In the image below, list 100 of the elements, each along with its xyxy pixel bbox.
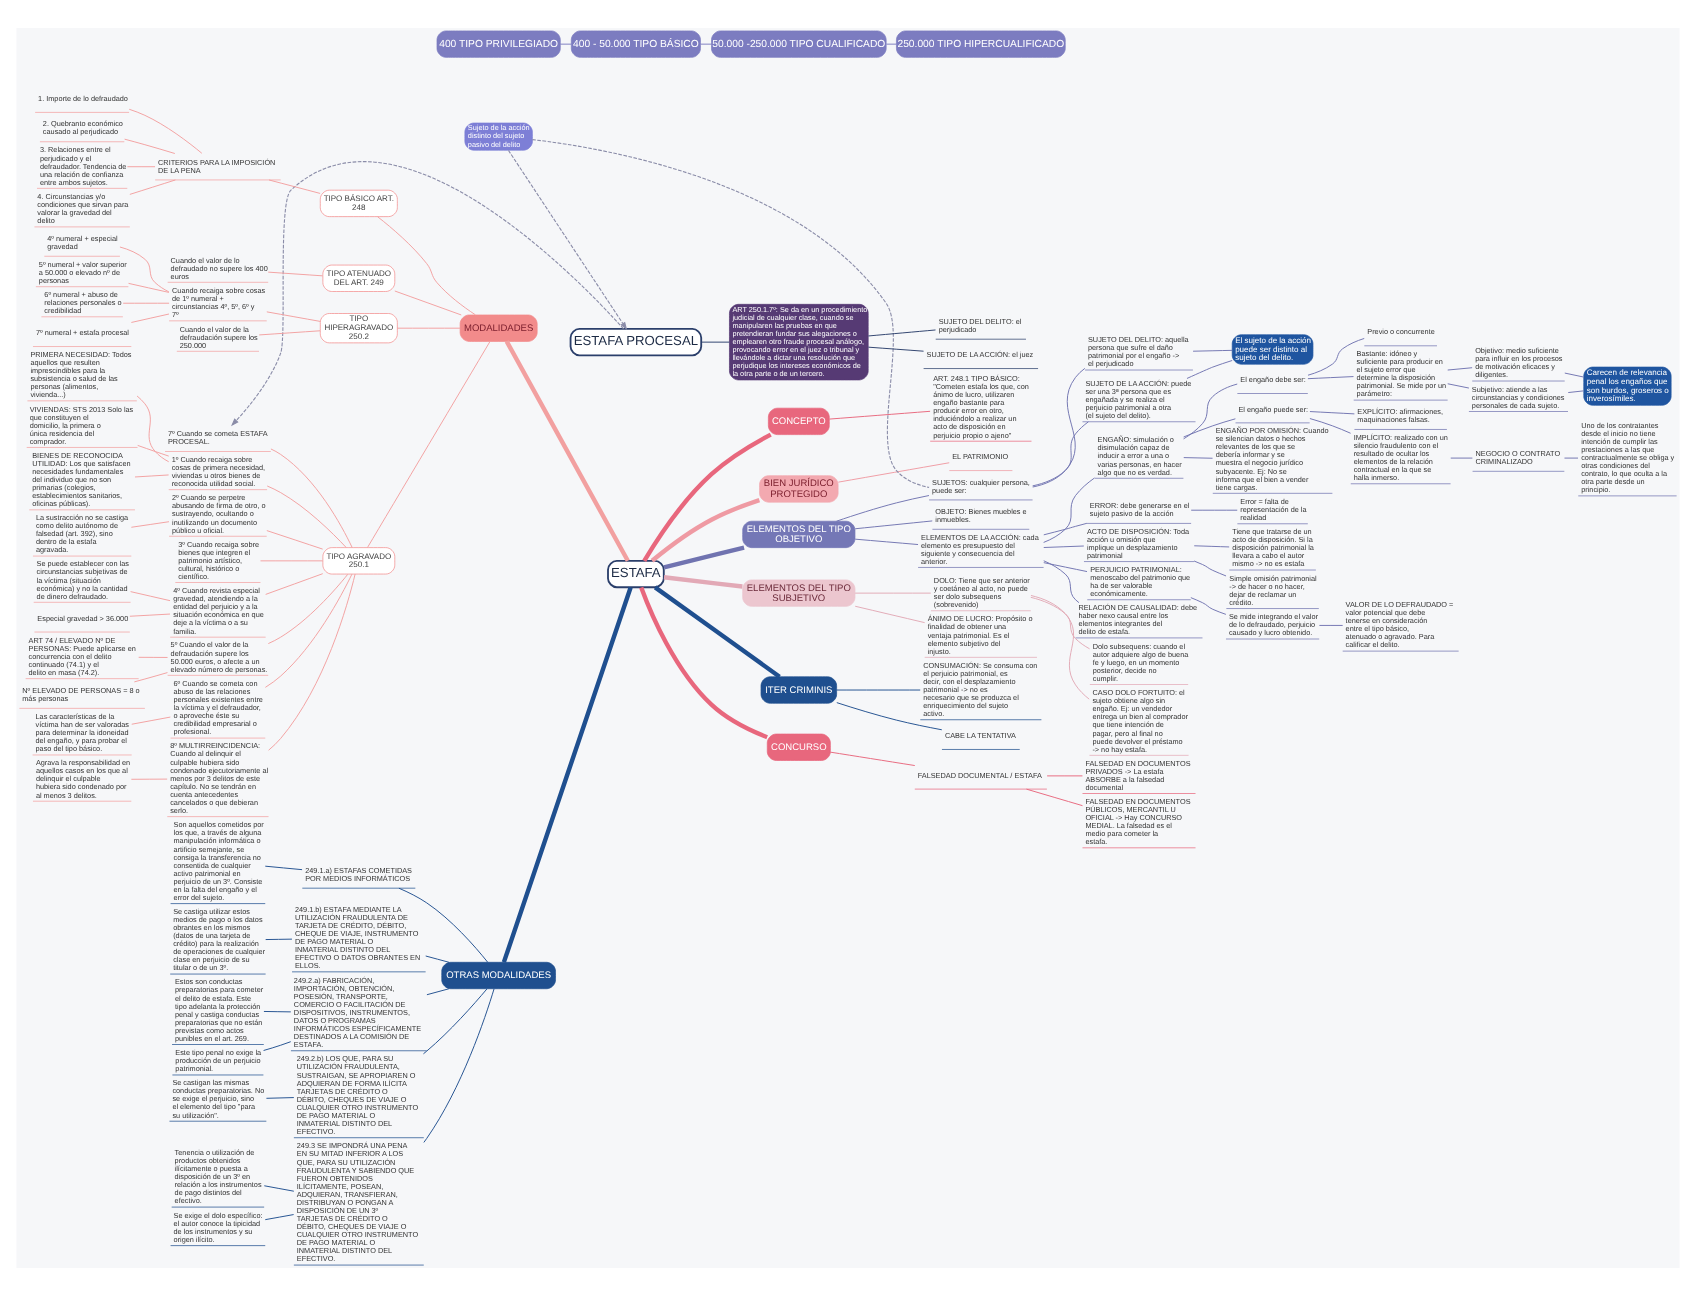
connector xyxy=(1183,457,1213,459)
connector xyxy=(854,592,932,594)
connector xyxy=(426,988,450,996)
connector xyxy=(1183,383,1238,440)
connector xyxy=(1447,383,1470,389)
connector xyxy=(504,340,630,562)
connector xyxy=(131,716,171,725)
connector xyxy=(137,444,170,457)
connector xyxy=(367,340,491,548)
connector xyxy=(423,988,495,1143)
connector xyxy=(1190,597,1227,615)
connector xyxy=(1043,522,1088,536)
connector xyxy=(1193,560,1227,577)
connector xyxy=(122,302,170,304)
connector xyxy=(129,613,171,617)
connector xyxy=(1032,367,1086,488)
connector xyxy=(130,778,168,780)
connector xyxy=(266,485,347,548)
connector xyxy=(263,1011,292,1013)
arrow xyxy=(507,149,628,331)
connector xyxy=(128,108,203,154)
connector xyxy=(138,656,169,658)
connector xyxy=(836,689,921,691)
connector xyxy=(130,313,170,323)
connector xyxy=(1567,390,1584,394)
connector xyxy=(1309,418,1352,434)
connector xyxy=(1030,596,1091,650)
connector xyxy=(268,573,356,751)
connector xyxy=(258,330,321,336)
connector xyxy=(425,955,450,963)
connector xyxy=(1450,457,1473,459)
connector xyxy=(394,290,462,316)
connector xyxy=(119,246,170,293)
connector xyxy=(398,887,489,963)
connector xyxy=(1043,477,1095,543)
connector xyxy=(263,1041,292,1051)
connector xyxy=(700,43,712,45)
connector xyxy=(1030,595,1090,700)
connector xyxy=(663,545,745,570)
connector xyxy=(1046,775,1083,777)
connector xyxy=(837,462,950,483)
connector xyxy=(267,573,349,645)
connector xyxy=(1043,560,1080,604)
connector xyxy=(1309,411,1355,415)
connector xyxy=(130,521,170,528)
connector xyxy=(700,341,730,343)
connector xyxy=(1190,509,1238,511)
connector xyxy=(264,865,303,871)
connector xyxy=(650,498,761,563)
connector xyxy=(1026,788,1083,807)
connector xyxy=(264,573,353,688)
connector xyxy=(828,410,931,420)
connector xyxy=(126,166,156,168)
connector xyxy=(1193,545,1230,548)
connector xyxy=(1564,457,1579,459)
connector xyxy=(663,575,743,589)
connector xyxy=(531,139,930,488)
connector xyxy=(129,179,176,195)
connector xyxy=(134,474,170,478)
connector xyxy=(642,432,772,562)
connector xyxy=(836,702,943,731)
connector xyxy=(268,179,321,194)
connector xyxy=(130,591,171,602)
connector xyxy=(1032,421,1089,487)
connector xyxy=(260,560,324,562)
connector xyxy=(133,672,168,683)
connector xyxy=(559,43,572,45)
connector xyxy=(1043,562,1088,573)
connector xyxy=(267,271,324,277)
connector xyxy=(501,586,633,963)
connector xyxy=(1318,624,1344,626)
connector xyxy=(854,538,919,545)
connector xyxy=(1192,349,1233,352)
connector xyxy=(263,1185,295,1192)
connector xyxy=(653,585,781,679)
connector xyxy=(867,346,925,352)
arrow xyxy=(231,161,625,427)
connector xyxy=(639,586,768,740)
connector xyxy=(396,327,461,329)
connector xyxy=(854,520,933,530)
connector xyxy=(867,329,936,337)
connector xyxy=(422,988,488,1055)
connector xyxy=(264,1214,295,1221)
connector xyxy=(265,938,293,941)
connector xyxy=(836,495,930,522)
connector xyxy=(885,43,897,45)
connector xyxy=(124,138,176,154)
connector xyxy=(1447,367,1473,371)
connector xyxy=(266,530,324,550)
connector xyxy=(854,605,926,624)
connector xyxy=(128,282,170,293)
connector xyxy=(136,395,170,463)
connector xyxy=(829,751,916,766)
connector xyxy=(1307,376,1354,380)
connector xyxy=(377,216,476,316)
connector xyxy=(270,448,353,548)
connector xyxy=(1564,372,1584,378)
connector xyxy=(1307,338,1365,376)
connector xyxy=(1186,360,1233,379)
connector xyxy=(1043,545,1085,548)
